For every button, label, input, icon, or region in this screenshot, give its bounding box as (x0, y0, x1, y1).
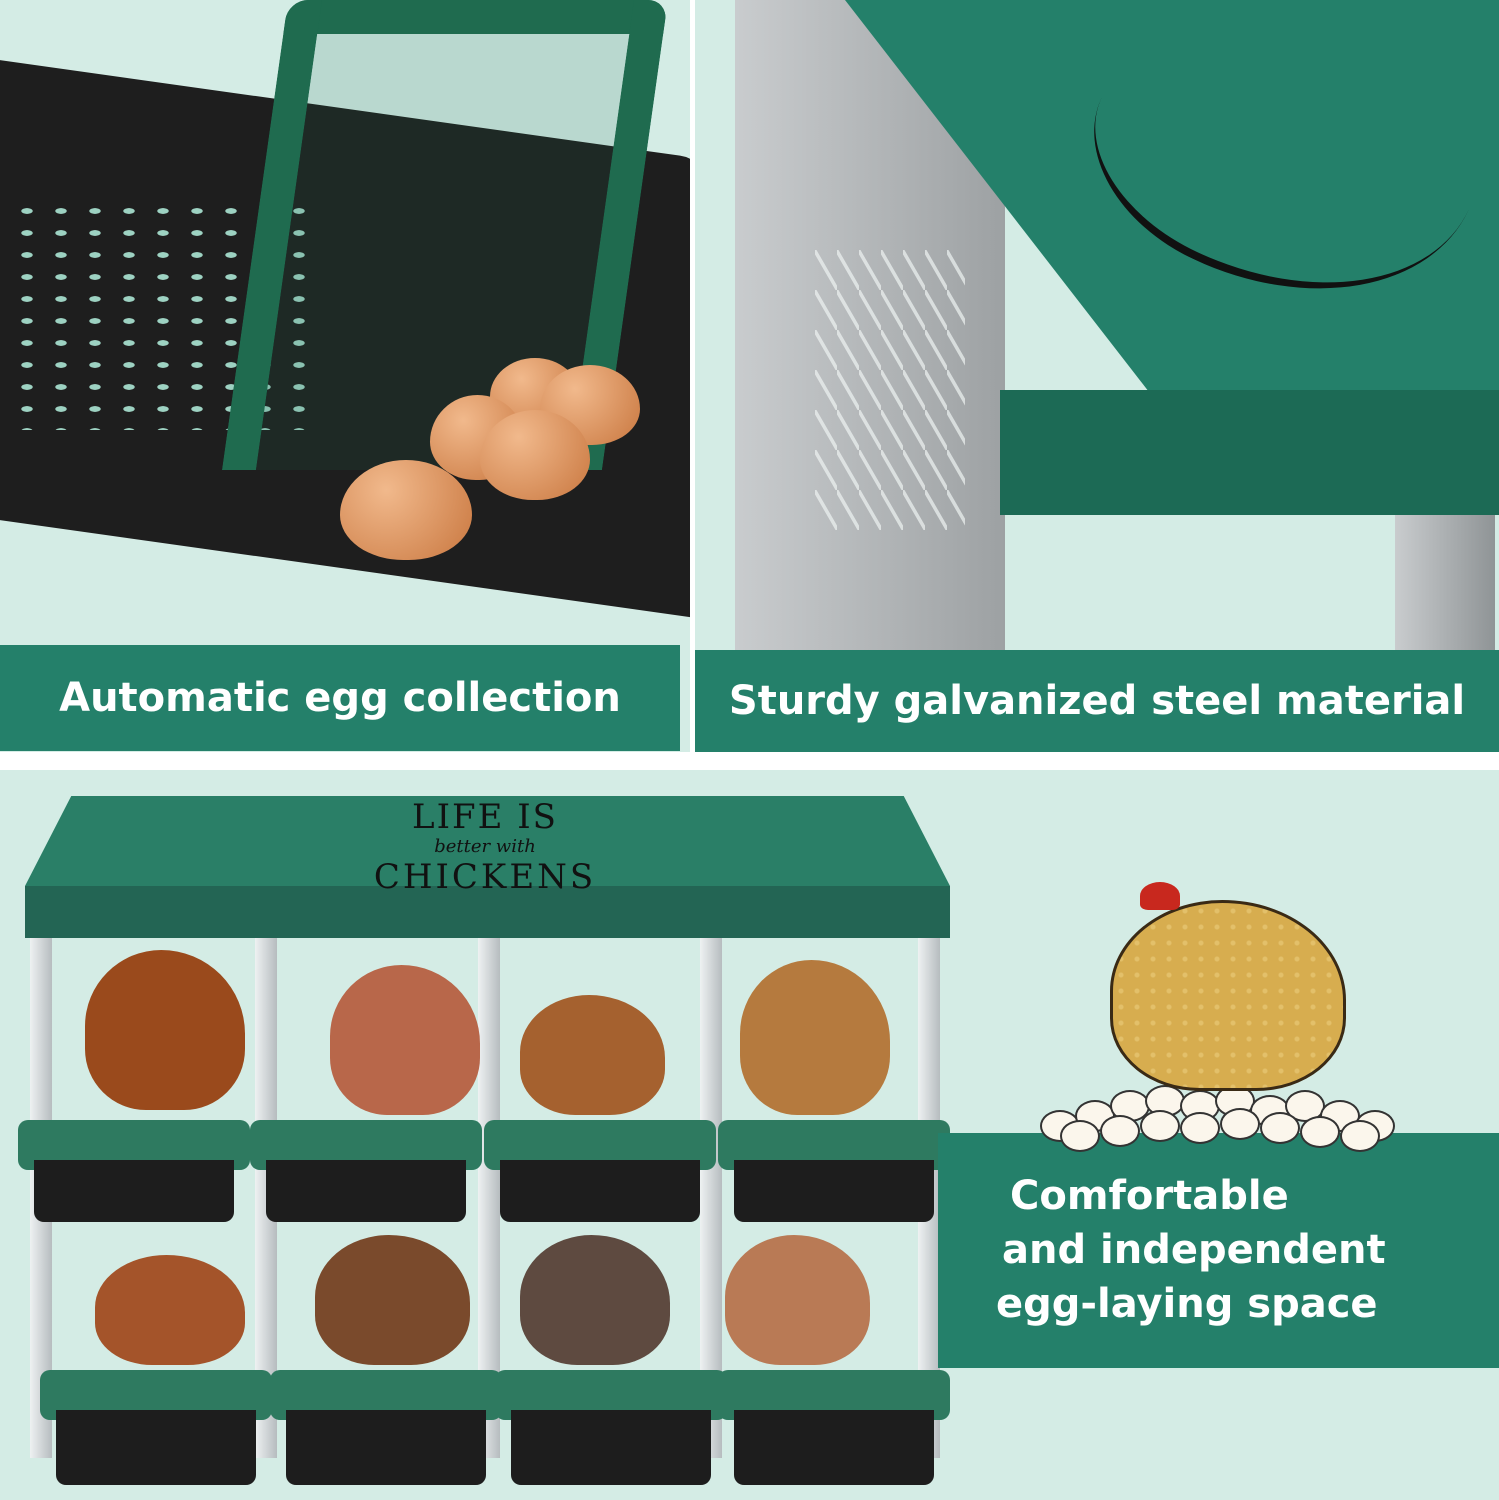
nest-drawer[interactable] (495, 1370, 727, 1485)
hen (725, 1235, 870, 1365)
frame-post (700, 938, 722, 1458)
caption-line: egg-laying space (996, 1281, 1378, 1327)
nest-drawer[interactable] (718, 1370, 950, 1485)
roof-top (25, 796, 950, 886)
hen (85, 950, 245, 1110)
panel-steel-material: Sturdy galvanized steel material (695, 0, 1499, 752)
cartoon-hen (1110, 900, 1346, 1091)
nest-drawer[interactable] (270, 1370, 502, 1485)
caption-text: Sturdy galvanized steel material (728, 678, 1466, 724)
hen (95, 1255, 245, 1365)
roof-edge (1000, 390, 1499, 515)
cartoon-egg-pile (1030, 1070, 1420, 1200)
frame-post (478, 938, 500, 1458)
nest-drawer[interactable] (40, 1370, 272, 1485)
caption-line: Comfortable (1010, 1173, 1289, 1219)
egg (340, 460, 472, 560)
cartoon-hen-comb (1140, 882, 1180, 910)
hen (520, 995, 665, 1115)
hen (520, 1235, 670, 1365)
nest-drawer[interactable] (484, 1120, 716, 1225)
sign-line1: LIFE IS (412, 797, 558, 837)
sign-line2: better with (434, 836, 536, 857)
galvanized-leg (1395, 500, 1495, 650)
caption-banner: Comfortable and independent egg-laying s… (938, 1133, 1499, 1368)
egg (480, 410, 590, 500)
nest-drawer[interactable] (250, 1120, 482, 1225)
hen (330, 965, 480, 1115)
roof-sign: LIFE IS better with CHICKENS (250, 797, 720, 897)
panel-nesting-box: LIFE IS better with CHICKENS Comfortable… (0, 770, 1499, 1500)
panel-egg-collection: Automatic egg collection (0, 0, 690, 752)
tray-grid (10, 200, 310, 430)
hen (315, 1235, 470, 1365)
caption-banner: Sturdy galvanized steel material (695, 650, 1499, 752)
nest-drawer[interactable] (718, 1120, 950, 1225)
caption-line: and independent (1002, 1227, 1386, 1273)
roof-front (25, 886, 950, 938)
caption-banner: Automatic egg collection (0, 645, 680, 751)
vent-slots (815, 250, 965, 530)
nest-drawer[interactable] (18, 1120, 250, 1225)
hen (740, 960, 890, 1115)
sign-line3: CHICKENS (373, 857, 597, 897)
caption-text: Automatic egg collection (59, 675, 621, 721)
